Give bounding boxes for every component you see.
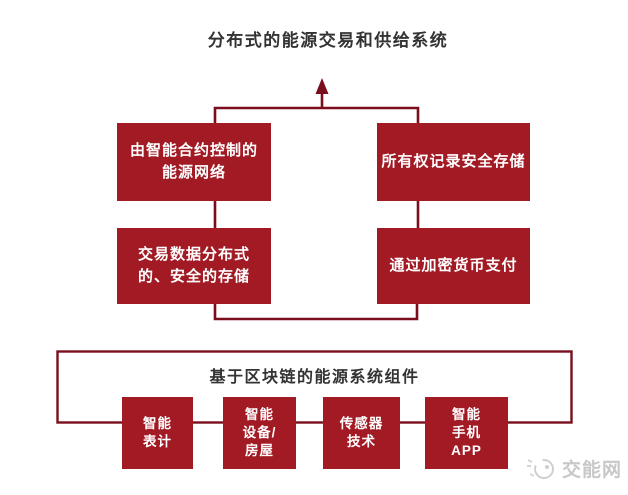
component-box-smart-device-house: 智能 设备/ 房屋: [223, 397, 296, 469]
top-bracket-line: [213, 106, 420, 124]
watermark: 交能网: [524, 450, 628, 486]
up-arrow-icon: [315, 78, 329, 108]
bottom-bracket-line: [213, 302, 419, 321]
component-label-line: 智能: [452, 406, 481, 422]
jiaonengwang-logo-icon: [527, 459, 554, 479]
component-label-line: 智能: [245, 406, 274, 422]
flow-box-label-line: 能源网络: [161, 164, 226, 181]
component-box-smart-meter: 智能 表计: [122, 397, 193, 469]
component-label-line: 房屋: [245, 443, 274, 459]
component-label-line: 传感器: [339, 415, 384, 431]
flow-box-smart-contract-network: 由智能合约控制的 能源网络: [117, 123, 271, 201]
component-box-smartphone-app: 智能 手机 APP: [425, 397, 508, 469]
flow-box-label-line: 通过加密货币支付: [389, 257, 518, 275]
flow-box-label-line: 交易数据分布式: [137, 246, 250, 264]
component-label-line: 表计: [143, 434, 172, 449]
components-outline-rect: [56, 350, 573, 424]
flow-box-label-line: 所有权记录安全存储: [381, 153, 526, 171]
flow-box-transaction-data-storage: 交易数据分布式 的、安全的存储: [117, 228, 271, 304]
flow-box-ownership-records: 所有权记录安全存储: [377, 123, 530, 201]
flow-box-label-line: 由智能合约控制的: [129, 142, 258, 160]
watermark-text: 交能网: [562, 459, 623, 481]
flow-box-cryptocurrency-payment: 通过加密货币支付: [377, 228, 530, 304]
components-section-title: 基于区块链的能源系统组件: [209, 367, 420, 386]
component-label-line: 手机: [452, 424, 481, 440]
component-label-line: APP: [451, 443, 482, 459]
component-label-line: 设备/: [242, 424, 277, 440]
diagram-title: 分布式的能源交易和供给系统: [207, 31, 449, 51]
component-box-sensor-technology: 传感器 技术: [323, 397, 400, 469]
flow-box-label-line: 的、安全的存储: [137, 268, 250, 285]
component-label-line: 技术: [347, 434, 376, 449]
component-label-line: 智能: [143, 415, 172, 431]
